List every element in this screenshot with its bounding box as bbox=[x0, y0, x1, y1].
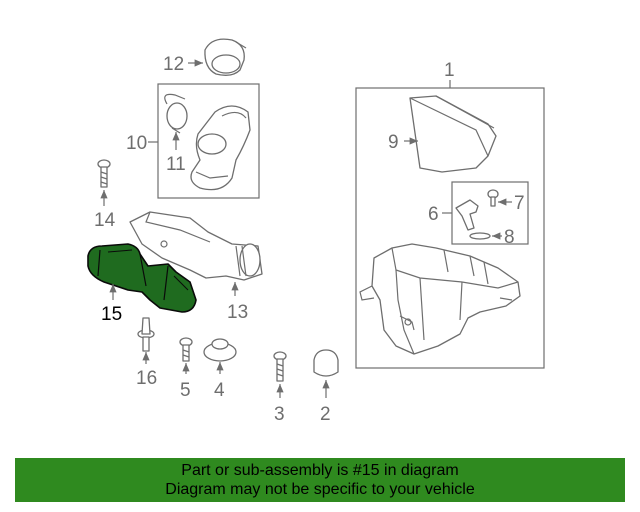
callout-5[interactable]: 5 bbox=[180, 380, 191, 401]
callout-16[interactable]: 16 bbox=[136, 368, 157, 389]
callout-12[interactable]: 12 bbox=[163, 54, 184, 75]
banner-line-1: Part or sub-assembly is #15 in diagram bbox=[181, 462, 459, 479]
part-13-intake-duct[interactable] bbox=[129, 211, 263, 281]
callout-9[interactable]: 9 bbox=[388, 132, 399, 153]
callout-6[interactable]: 6 bbox=[428, 204, 439, 225]
air-cleaner-housing[interactable] bbox=[359, 243, 521, 355]
group-box-1 bbox=[355, 87, 545, 369]
callout-1[interactable]: 1 bbox=[444, 60, 455, 81]
part-3-bolt[interactable] bbox=[273, 351, 287, 382]
part-14-bolt[interactable] bbox=[97, 159, 111, 188]
callout-2[interactable]: 2 bbox=[320, 404, 331, 425]
part-12-duct[interactable] bbox=[204, 38, 247, 76]
part-7-screw[interactable] bbox=[487, 189, 499, 207]
callout-10[interactable]: 10 bbox=[126, 133, 147, 154]
part-5-bolt[interactable] bbox=[179, 337, 193, 362]
callout-15[interactable]: 15 bbox=[101, 304, 122, 325]
part-11-clamp[interactable] bbox=[164, 93, 188, 134]
callout-3[interactable]: 3 bbox=[274, 404, 285, 425]
part-2-cap[interactable] bbox=[313, 349, 339, 377]
part-4-grommet[interactable] bbox=[203, 338, 237, 362]
group-box-10 bbox=[157, 83, 260, 199]
info-banner: Part or sub-assembly is #15 in diagram D… bbox=[15, 458, 625, 502]
callout-11[interactable]: 11 bbox=[166, 154, 186, 175]
banner-line-2: Diagram may not be specific to your vehi… bbox=[165, 481, 475, 498]
callout-14[interactable]: 14 bbox=[94, 210, 116, 231]
callout-7[interactable]: 7 bbox=[514, 193, 525, 214]
part-10-duct[interactable] bbox=[190, 105, 251, 191]
part-16-push-pin[interactable] bbox=[137, 317, 155, 352]
callout-13[interactable]: 13 bbox=[227, 302, 248, 323]
part-8-o-ring[interactable] bbox=[469, 232, 491, 240]
callout-8[interactable]: 8 bbox=[504, 227, 515, 248]
part-15-resonator[interactable] bbox=[87, 243, 197, 313]
part-9-filter[interactable] bbox=[409, 95, 497, 173]
callout-4[interactable]: 4 bbox=[214, 380, 225, 401]
parts-diagram: 12 10 11 14 13 15 bbox=[87, 38, 545, 425]
part-6-sensor[interactable] bbox=[455, 199, 479, 231]
